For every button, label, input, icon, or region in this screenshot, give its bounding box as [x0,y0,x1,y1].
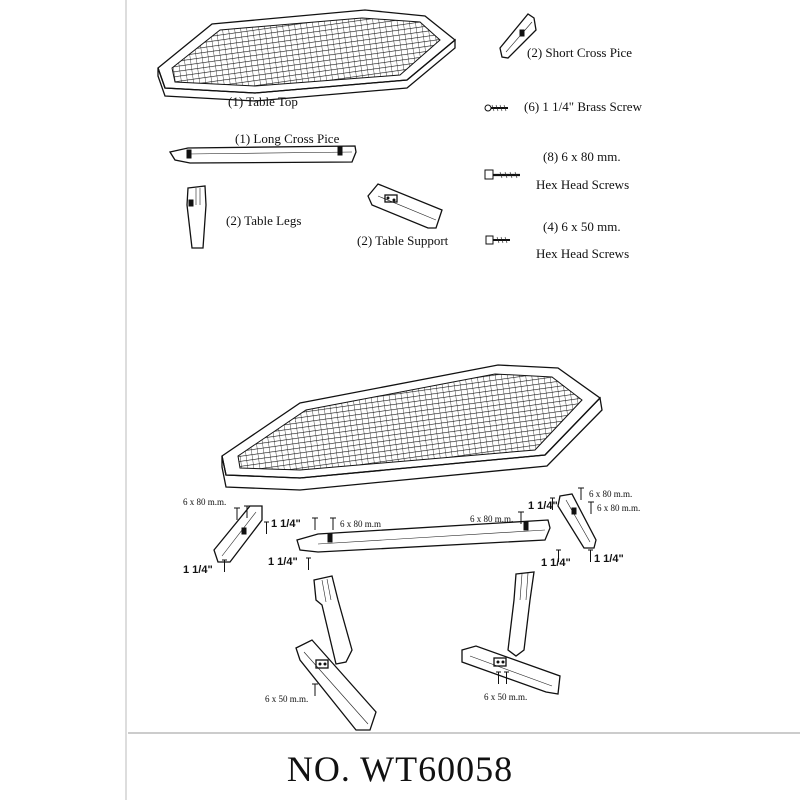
label-short-cross-piece: (2) Short Cross Pice [527,45,633,60]
callout-6x80-right-top: 6 x 80 m.m. [589,489,633,499]
hex-screw-80-part [484,169,520,180]
hex-screw-50-part [485,235,510,245]
label-long-cross-piece: (1) Long Cross Pice [235,131,340,146]
callout-6x80-right: 6 x 80 m.m. [597,503,641,513]
long-cross-piece-part [168,145,357,164]
callout-6x50-right: 6 x 50 m.m. [484,692,528,702]
label-table-support: (2) Table Support [357,233,449,248]
assembly-long-cross [296,519,551,553]
assembly-left-short-cross [213,505,263,563]
callout-6x80-center: 6 x 80 m.m [340,519,382,529]
label-table-legs: (2) Table Legs [226,213,302,228]
label-brass-screw: (6) 1 1/4" Brass Screw [524,99,642,114]
callout-inch-6: 1 1/4" [594,553,624,565]
label-hex80-qty: (8) 6 x 80 mm. [543,149,621,164]
assembly-left-leg [313,575,353,665]
callout-inch-2: 1 1/4" [183,564,213,576]
short-cross-piece-part [499,13,537,59]
brass-screw-part [484,104,508,112]
table-support-part [367,183,443,229]
callout-6x80-left: 6 x 80 m.m. [183,497,227,507]
callout-6x80-center-right: 6 x 80 m.m. [470,514,514,524]
callout-inch-5: 1 1/4" [541,557,571,569]
label-hex50-name: Hex Head Screws [536,246,630,261]
callout-6x50-left: 6 x 50 m.m. [265,694,309,704]
callout-inch-1: 1 1/4" [271,518,301,530]
assembly-screws [222,487,594,696]
callout-inch-3: 1 1/4" [268,556,298,568]
label-table-top: (1) Table Top [228,94,298,109]
assembly-right-support [461,645,561,695]
assembly-table-top [221,364,603,491]
assembly-right-short-cross [557,493,597,549]
callout-inch-4: 1 1/4" [528,500,558,512]
assembly-right-leg [507,571,535,657]
label-hex80-name: Hex Head Screws [536,177,630,192]
label-hex50-qty: (4) 6 x 50 mm. [543,219,621,234]
assembly-left-support [295,639,377,731]
table-leg-part [186,185,207,249]
table-top-part [157,9,457,102]
model-number: NO. WT60058 [286,749,514,789]
